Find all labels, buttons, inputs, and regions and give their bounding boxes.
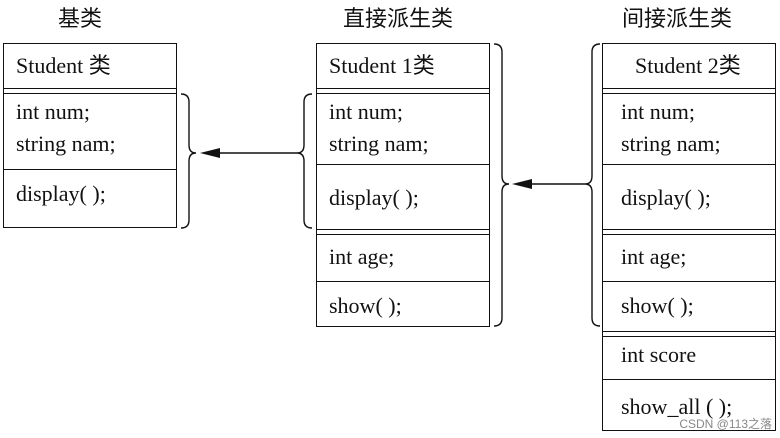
indirect-class-header: Student 2类 <box>635 53 741 78</box>
arrow-indirect-to-direct-head <box>512 179 532 189</box>
indirect-inherited-divider <box>603 229 775 235</box>
direct-inherited-divider <box>317 229 489 235</box>
direct-age-divider <box>317 281 489 282</box>
direct-method-display: display( ); <box>329 185 419 210</box>
direct-left-brace <box>296 93 313 229</box>
base-class-title: 基类 <box>58 6 103 31</box>
csdn-watermark: CSDN @113之落 <box>679 417 772 431</box>
indirect-class-box: Student 2类 int num; string nam; display(… <box>602 43 776 431</box>
indirect-method-show: show( ); <box>621 293 694 318</box>
direct-member-age: int age; <box>329 244 395 269</box>
indirect-score-divider <box>603 379 775 380</box>
indirect-method-show-all: show_all ( ); <box>621 394 733 419</box>
indirect-derived-class-title: 间接派生类 <box>622 6 733 31</box>
indirect-member-age: int age; <box>621 244 687 269</box>
arrow-direct-to-base-head <box>200 148 220 158</box>
indirect-left-brace <box>584 43 601 327</box>
direct-class-box: Student 1类 int num; string nam; display(… <box>316 43 490 327</box>
direct-member-nam: string nam; <box>329 131 429 156</box>
direct-class-header: Student 1类 <box>329 53 435 78</box>
direct-header-divider <box>317 88 489 94</box>
indirect-members-divider <box>603 164 775 165</box>
direct-members-divider <box>317 164 489 165</box>
base-class-header: Student 类 <box>16 53 111 78</box>
indirect-age-divider <box>603 281 775 282</box>
direct-right-brace <box>493 43 510 327</box>
base-member-num: int num; <box>16 99 90 124</box>
indirect-header-divider <box>603 88 775 94</box>
base-member-nam: string nam; <box>16 131 116 156</box>
base-right-brace <box>180 93 197 229</box>
indirect-member-nam: string nam; <box>621 131 721 156</box>
indirect-member-num: int num; <box>621 99 695 124</box>
direct-member-num: int num; <box>329 99 403 124</box>
direct-derived-class-title: 直接派生类 <box>343 6 454 31</box>
base-class-box: Student 类 int num; string nam; display( … <box>3 43 177 228</box>
indirect-direct-divider <box>603 331 775 337</box>
base-header-divider <box>4 88 176 94</box>
indirect-member-score: int score <box>621 342 697 367</box>
indirect-method-display: display( ); <box>621 185 711 210</box>
direct-method-show: show( ); <box>329 293 402 318</box>
base-method-display: display( ); <box>16 181 106 206</box>
base-members-divider <box>4 169 176 170</box>
